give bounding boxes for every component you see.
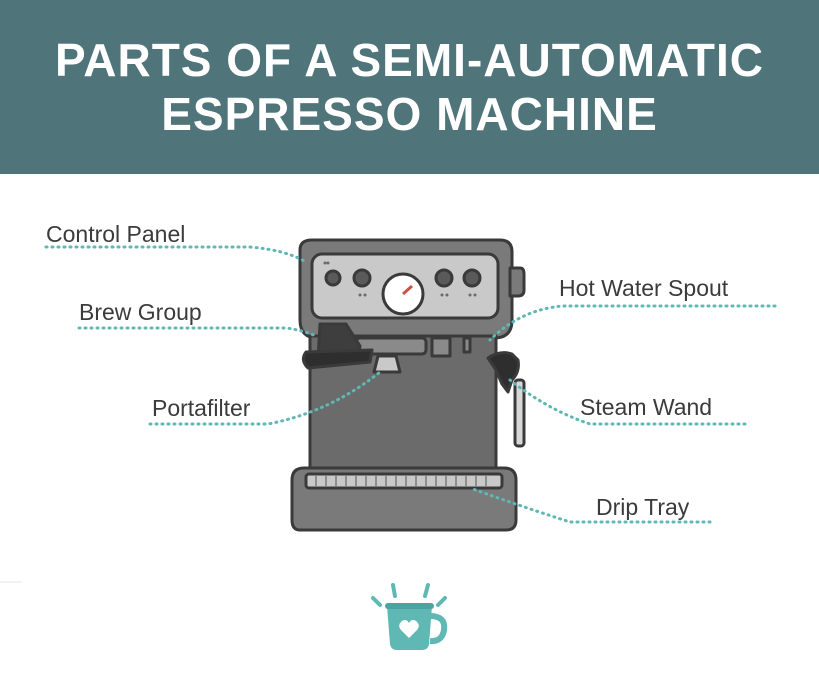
- title-line-2: ESPRESSO MACHINE: [161, 88, 658, 140]
- label-control-panel: Control Panel: [46, 221, 186, 247]
- diagram-canvas: [0, 238, 777, 650]
- leader-control-panel: [44, 245, 308, 264]
- leader-drip-tray: [468, 486, 712, 524]
- label-steam-wand: Steam Wand: [580, 394, 713, 420]
- leader-brew-group: [77, 326, 318, 338]
- hot-water-spout: [430, 336, 452, 358]
- leader-portafilter: [148, 370, 382, 426]
- label-hot-water-spout: Hot Water Spout: [559, 275, 729, 301]
- label-brew-group: Brew Group: [79, 299, 202, 325]
- leader-lines: [44, 245, 777, 524]
- label-drip-tray: Drip Tray: [596, 494, 690, 520]
- leader-steam-wand: [508, 378, 747, 426]
- coffee-mug-heart-icon: [371, 583, 448, 650]
- leader-hot-water-spout: [488, 304, 777, 342]
- steam-wand: [513, 378, 526, 448]
- espresso-machine-illustration: [290, 238, 526, 532]
- title-banner: PARTS OF A SEMI-AUTOMATIC ESPRESSO MACHI…: [0, 0, 819, 174]
- label-portafilter: Portafilter: [152, 395, 251, 421]
- title-line-1: PARTS OF A SEMI-AUTOMATIC: [54, 34, 764, 86]
